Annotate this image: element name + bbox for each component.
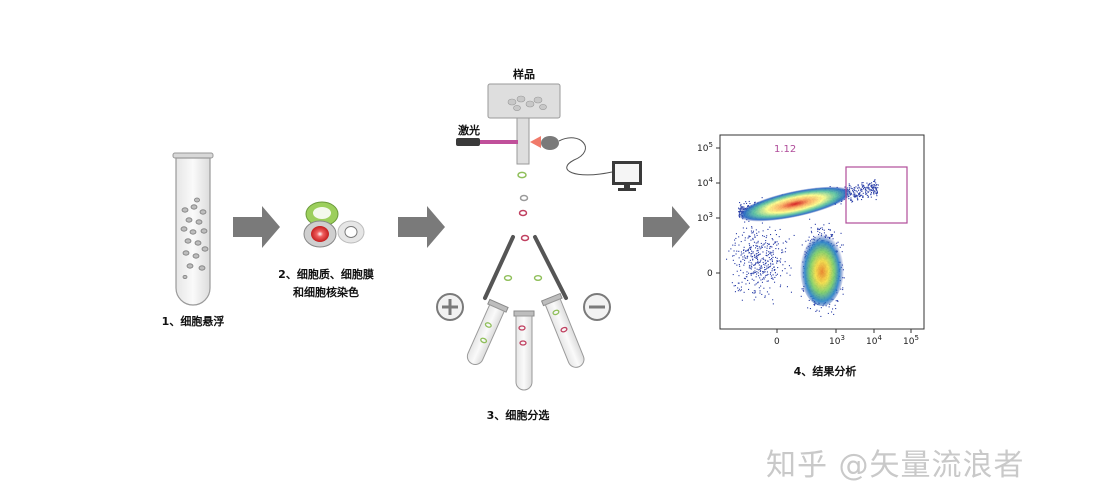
y-axis: 105 104 103 0 [697, 141, 720, 279]
arrow-right-icon [643, 206, 690, 248]
test-tube-suspension [172, 152, 214, 306]
stained-cells-illustration [303, 201, 365, 248]
laser-source [456, 138, 480, 146]
cell-sorter-apparatus [436, 83, 642, 391]
y-tick-label: 10 [697, 214, 709, 224]
watermark: 知乎 @矢量流浪者 [766, 448, 1025, 483]
step4-label: 4、结果分析 [793, 365, 857, 378]
step2-label-line1: 2、细胞质、细胞膜 [278, 268, 374, 281]
step1-label: 1、细胞悬浮 [161, 315, 225, 328]
flow-cytometry-plot: 1.12 105 104 103 0 0 103 104 105 [697, 134, 925, 347]
density-hotspot-lower [800, 230, 844, 306]
step3-label: 3、细胞分选 [486, 409, 550, 422]
x-tick-label: 10 [866, 337, 878, 347]
y-tick-exp: 4 [708, 176, 713, 184]
svg-text:104: 104 [697, 176, 713, 189]
x-tick-exp: 4 [877, 334, 882, 342]
x-axis: 0 103 104 105 [774, 329, 919, 347]
monitor-icon [612, 161, 642, 191]
svg-text:105: 105 [697, 141, 713, 154]
y-tick-label: 10 [697, 144, 709, 154]
arrow-right-icon [398, 206, 445, 248]
detector-cone [530, 136, 541, 148]
sample-label: 样品 [513, 68, 535, 81]
detector-lens [541, 136, 559, 150]
x-tick-label: 0 [774, 337, 780, 347]
gate-box [845, 166, 908, 224]
y-tick-exp: 3 [708, 211, 712, 219]
density-hotspot-upper [738, 186, 852, 222]
x-tick-label: 10 [829, 337, 841, 347]
x-tick-exp: 3 [840, 334, 844, 342]
svg-text:103: 103 [829, 334, 845, 347]
y-tick-exp: 5 [708, 141, 712, 149]
plus-electrode-icon [436, 293, 464, 321]
y-tick-label: 0 [707, 269, 713, 279]
step2-label-line2: 和细胞核染色 [293, 286, 359, 299]
svg-text:104: 104 [866, 334, 882, 347]
laser-label: 激光 [458, 124, 480, 137]
svg-text:105: 105 [903, 334, 919, 347]
laser-beam [480, 140, 518, 144]
x-tick-label: 10 [903, 337, 915, 347]
y-tick-label: 10 [697, 179, 709, 189]
collection-tube-left [466, 298, 509, 365]
collection-tube-middle [513, 310, 535, 391]
minus-electrode-icon [583, 293, 611, 321]
suspended-cells [180, 197, 209, 279]
svg-text:103: 103 [697, 211, 713, 224]
arrow-right-icon [233, 206, 280, 248]
gate-percentage: 1.12 [774, 144, 796, 155]
collection-tube-right [540, 292, 585, 368]
x-tick-exp: 5 [914, 334, 918, 342]
